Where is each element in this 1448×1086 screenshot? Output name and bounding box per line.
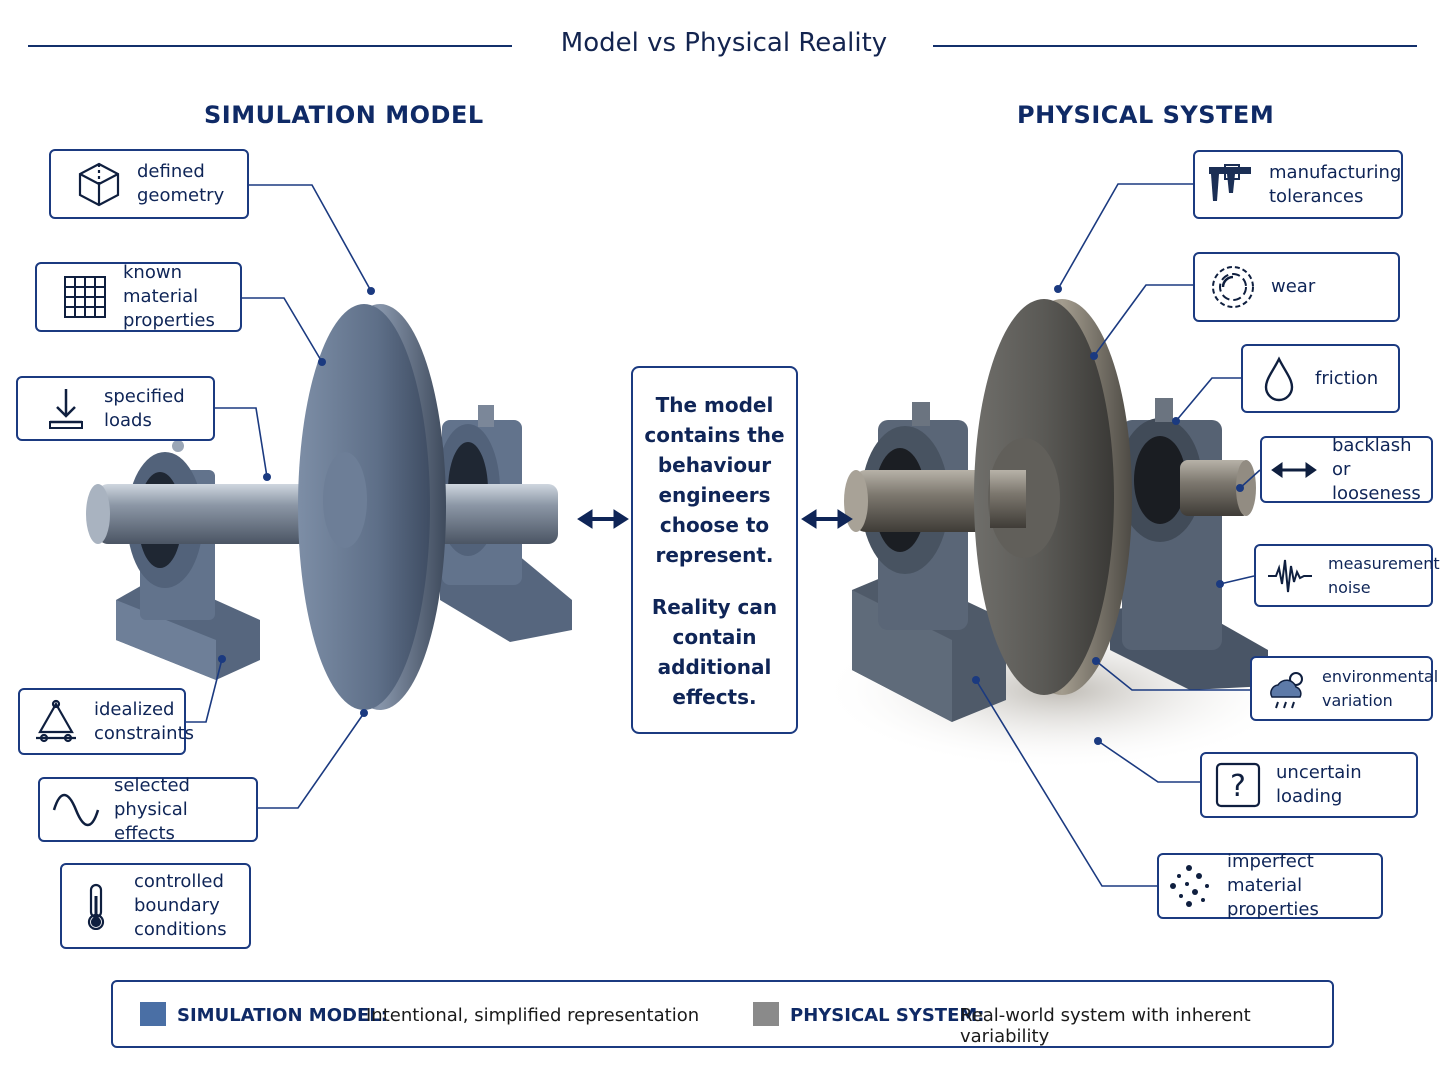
callout-uncertain-loading: ? uncertain loading (1200, 752, 1418, 818)
title-rule-right (933, 45, 1417, 47)
svg-text:?: ? (1230, 769, 1246, 804)
callout-label: defined geometry (137, 161, 225, 206)
callout-label: known material properties (123, 262, 215, 331)
sim-leader-lines (186, 184, 372, 809)
callout-label: environmental variation (1322, 666, 1439, 710)
callout-friction: friction (1241, 344, 1400, 413)
phys-disk (974, 299, 1132, 695)
callout-label: specified loads (104, 385, 185, 431)
scatter-dots-icon (1170, 865, 1209, 907)
legend-sim-swatch (140, 1002, 166, 1026)
phys-right-bearing (1110, 398, 1268, 690)
legend-phys-key: PHYSICAL SYSTEM: (790, 1005, 985, 1026)
wear-circle-icon (1212, 266, 1254, 308)
legend-sim-key: SIMULATION MODEL: (177, 1005, 388, 1026)
phys-shaft (854, 470, 994, 532)
caliper-icon (1209, 163, 1251, 201)
callout-label: manufacturing tolerances (1269, 161, 1402, 207)
callout-label: idealized constraints (94, 698, 195, 744)
legend: SIMULATION MODEL: Intentional, simplifie… (111, 980, 1334, 1048)
truss-support-icon (36, 699, 76, 742)
left-double-arrow-icon (577, 509, 629, 529)
grid-icon (64, 276, 106, 318)
noise-wave-icon (1268, 559, 1312, 592)
callout-controlled-boundary-conditions: controlled boundary conditions (60, 863, 251, 949)
center-message-model: The model contains the behaviour enginee… (644, 393, 785, 567)
callout-wear: wear (1193, 252, 1400, 322)
simulation-heading: SIMULATION MODEL (204, 101, 484, 129)
callout-label: uncertain loading (1276, 762, 1362, 807)
callout-label: backlash or looseness (1332, 434, 1421, 504)
phys-leader-lines (975, 183, 1261, 887)
legend-sim-desc: Intentional, simplified representation (366, 1005, 700, 1026)
cube-icon (78, 162, 120, 207)
physical-heading: PHYSICAL SYSTEM (1017, 101, 1275, 129)
center-message-reality: Reality can contain additional effects. (651, 595, 778, 709)
callout-label: wear (1271, 276, 1316, 297)
callout-label: selected physical effects (114, 774, 190, 844)
callout-idealized-constraints: idealized constraints (18, 688, 194, 755)
callout-label: friction (1315, 367, 1379, 389)
load-arrow-icon (49, 388, 83, 429)
center-message: The model contains the behaviour enginee… (631, 366, 798, 734)
callout-manufacturing-tolerances: manufacturing tolerances (1193, 150, 1403, 219)
callout-label: imperfect material properties (1227, 851, 1319, 920)
callout-label: measurement noise (1328, 553, 1440, 597)
callout-selected-physical-effects: selected physical effects (38, 775, 258, 844)
weather-icon (1270, 671, 1303, 708)
callout-imperfect-material-properties: imperfect material properties (1157, 851, 1383, 920)
callout-specified-loads: specified loads (16, 376, 215, 441)
callout-defined-geometry: defined geometry (49, 149, 249, 219)
callout-measurement-noise: measurement noise (1254, 544, 1440, 607)
thermometer-icon (87, 883, 105, 930)
sim-left-bearing (116, 440, 260, 680)
legend-phys-desc: Real-world system with inherent variabil… (960, 1005, 1251, 1047)
page-title: Model vs Physical Reality (560, 28, 888, 58)
question-icon: ? (1215, 762, 1261, 808)
double-arrow-icon (1271, 461, 1317, 478)
callout-backlash-looseness: backlash or looseness (1260, 434, 1433, 504)
callout-label: controlled boundary conditions (134, 871, 227, 940)
callout-environmental-variation: environmental variation (1250, 656, 1438, 721)
title-rule-left (28, 45, 512, 47)
droplet-icon (1264, 355, 1294, 401)
sine-wave-icon (52, 793, 100, 826)
callout-known-material-properties: known material properties (35, 262, 242, 332)
right-double-arrow-icon (801, 509, 853, 529)
sim-disk (298, 304, 446, 710)
legend-phys-swatch (753, 1002, 779, 1026)
